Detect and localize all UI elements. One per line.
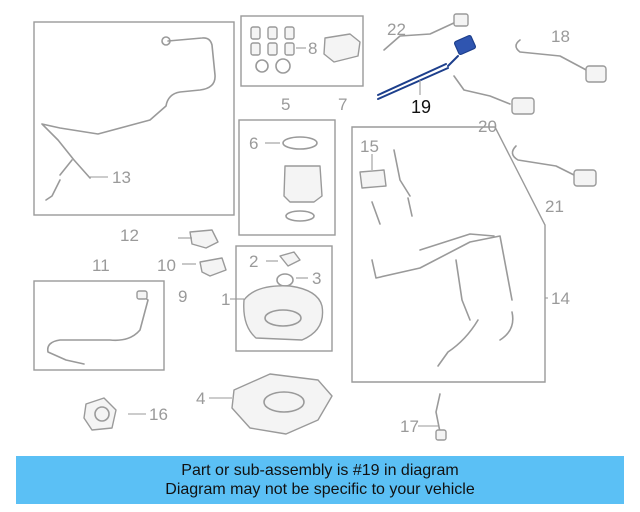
part-8-fasteners[interactable] xyxy=(250,26,361,74)
part-11-sensor-cable[interactable] xyxy=(46,290,149,365)
callout-6: 6 xyxy=(249,134,258,153)
part-10-connector[interactable] xyxy=(189,229,219,249)
callout-7: 7 xyxy=(338,95,347,114)
callout-22: 22 xyxy=(387,20,406,39)
box-part-12 xyxy=(33,21,235,216)
part-16-valve[interactable] xyxy=(83,397,117,431)
part-18-sensor[interactable] xyxy=(515,39,607,83)
callout-15: 15 xyxy=(360,137,379,156)
callout-1: 1 xyxy=(221,290,230,309)
part-22-sensor[interactable] xyxy=(383,13,469,51)
callout-21: 21 xyxy=(545,197,564,216)
banner-line-2: Diagram may not be specific to your vehi… xyxy=(165,481,475,498)
callout-13: 13 xyxy=(112,168,131,187)
part-9-connector[interactable] xyxy=(199,257,227,277)
part-20-sensor[interactable] xyxy=(453,75,535,115)
part-1-tank-cover[interactable] xyxy=(243,251,324,341)
part-5-pump-module[interactable] xyxy=(282,136,323,222)
callout-3: 3 xyxy=(312,269,321,288)
part-4-tank-shield[interactable] xyxy=(231,373,333,435)
part-19-highlighted-sensor[interactable] xyxy=(377,34,477,100)
box-part-5 xyxy=(238,119,336,236)
banner-line-1: Part or sub-assembly is #19 in diagram xyxy=(181,462,459,479)
callout-19[interactable]: 19 xyxy=(411,97,431,117)
callout-16: 16 xyxy=(149,405,168,424)
part-14-hose-assembly[interactable] xyxy=(371,149,514,367)
callout-18: 18 xyxy=(551,27,570,46)
leader-lines xyxy=(90,47,548,427)
part-21-sensor[interactable] xyxy=(511,145,597,187)
callout-9: 9 xyxy=(178,287,187,306)
callout-5: 5 xyxy=(281,95,290,114)
callout-17: 17 xyxy=(400,417,419,436)
callout-11: 11 xyxy=(92,256,110,275)
callout-20: 20 xyxy=(478,117,497,136)
part-15-bracket[interactable] xyxy=(359,169,387,189)
part-17-sensor[interactable] xyxy=(435,393,447,441)
box-part-7 xyxy=(240,15,364,87)
info-banner: Part or sub-assembly is #19 in diagram D… xyxy=(16,456,624,504)
callout-8: 8 xyxy=(308,39,317,58)
box-part-14 xyxy=(351,126,546,383)
callout-10: 10 xyxy=(157,256,176,275)
callout-12: 12 xyxy=(120,226,139,245)
callout-2: 2 xyxy=(249,252,258,271)
part-12-fuel-line[interactable] xyxy=(41,36,216,201)
callout-4: 4 xyxy=(196,389,205,408)
box-part-11 xyxy=(33,280,165,371)
callout-labels: 1 2 3 4 5 6 7 8 9 10 11 12 13 14 15 16 1… xyxy=(92,20,570,436)
callout-14: 14 xyxy=(551,289,570,308)
